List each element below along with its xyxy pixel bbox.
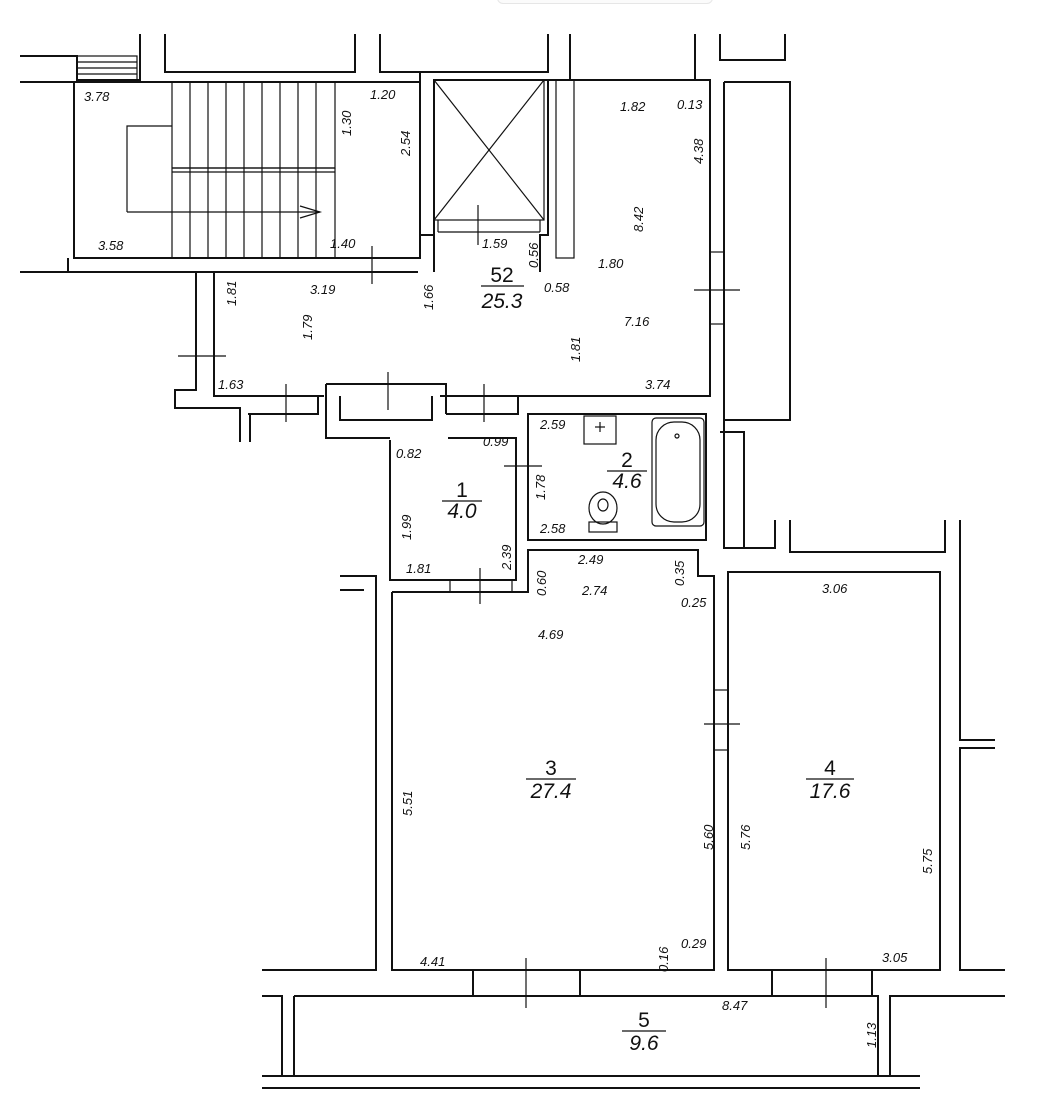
dimension-label: 3.19 [310,282,335,297]
room-area: 27.4 [530,780,572,803]
dimension-label: 1.59 [482,236,507,251]
dimension-label: 2.49 [577,552,603,567]
room-number: 1 [456,479,468,502]
dimension-label: 1.66 [421,284,436,310]
dimension-label: 0.58 [544,280,570,295]
ventilation-duct [555,79,575,259]
dimension-label: 5.76 [738,824,753,850]
dimension-label: 5.60 [701,824,716,850]
toilet-icon [588,491,618,533]
dimension-label: 5.75 [920,848,935,874]
sink-icon [583,415,617,445]
room-number: 5 [638,1009,650,1032]
dimension-label: 4.41 [420,954,445,969]
room-number: 52 [490,264,513,287]
dimension-label: 0.25 [681,595,707,610]
walls [20,34,1005,1089]
dimension-label: 0.13 [677,97,703,112]
room-1-label: 1 4.0 [442,479,482,523]
dimension-label: 1.82 [620,99,646,114]
dimension-label: 4.38 [691,138,706,164]
room-2-label: 2 4.6 [607,449,647,493]
dimension-label: 0.82 [396,446,422,461]
elevator-shaft [433,79,545,245]
room-area: 17.6 [810,780,851,803]
dimension-label: 3.05 [882,950,908,965]
dimension-label: 0.16 [656,946,671,972]
dimension-label: 7.16 [624,314,650,329]
room-5-label: 5 9.6 [622,1009,666,1055]
dimension-label: 1.99 [399,515,414,540]
dimension-label: 1.13 [864,1022,879,1048]
dimension-label: 0.99 [483,434,508,449]
room-4-label: 4 17.6 [806,757,854,803]
room-area: 4.0 [447,500,477,523]
dimension-label: 1.40 [330,236,356,251]
staircase [76,55,336,258]
dimension-label: 0.29 [681,936,706,951]
room-area: 9.6 [629,1032,659,1055]
bathroom-fixtures [583,415,705,533]
dimension-label: 1.81 [406,561,431,576]
stair-treads [171,82,336,258]
dimension-label: 1.20 [370,87,396,102]
bathtub-icon [651,417,705,527]
room-number: 3 [545,757,557,780]
dimension-label: 3.78 [84,89,110,104]
room-number: 2 [621,449,633,472]
dimension-label: 3.06 [822,581,848,596]
dimension-label: 3.74 [645,377,670,392]
dimension-label: 1.80 [598,256,624,271]
dimension-label: 2.59 [539,417,565,432]
room-area: 25.3 [481,290,523,313]
dimension-label: 1.81 [568,337,583,362]
dimension-label: 1.78 [533,474,548,500]
room-number: 4 [824,757,836,780]
dimension-label: 2.74 [581,583,607,598]
dimension-label: 8.47 [722,998,748,1013]
dimension-label: 2.54 [398,131,413,157]
dimension-label: 2.39 [499,545,514,571]
dimension-label: 8.42 [631,206,646,232]
dimension-label: 1.63 [218,377,244,392]
room-labels: 52 25.3 1 4.0 2 4.6 3 27.4 4 17.6 5 9.6 [442,264,854,1055]
room-3-label: 3 27.4 [526,757,576,803]
room-area: 4.6 [612,470,642,493]
room-52-label: 52 25.3 [481,264,524,313]
dimension-label: 4.69 [538,627,563,642]
dimension-label: 0.60 [534,570,549,596]
dimension-label: 1.81 [224,281,239,306]
dimension-label: 1.30 [339,110,354,136]
dimension-labels: 3.78 1.20 1.30 2.54 3.58 1.40 1.82 0.13 … [84,87,935,1048]
dimension-label: 0.35 [672,560,687,586]
dimension-label: 5.51 [400,791,415,816]
dimension-label: 1.79 [300,315,315,340]
dimension-label: 0.56 [526,242,541,268]
dimension-label: 3.58 [98,238,124,253]
door-markers [178,246,827,1008]
dimension-label: 2.58 [539,521,566,536]
